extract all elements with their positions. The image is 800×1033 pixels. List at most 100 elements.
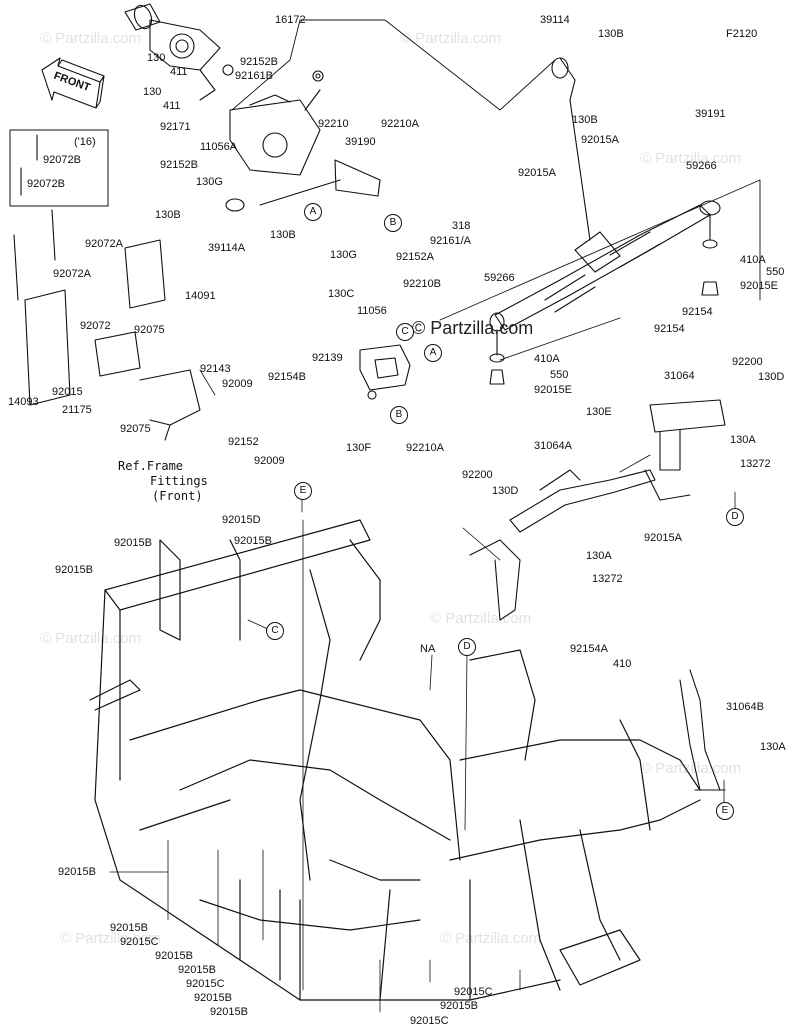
- part-label: 92200: [732, 356, 763, 368]
- part-label: 92072B: [43, 154, 81, 166]
- callout-c: C: [396, 323, 414, 341]
- part-label: 130A: [586, 550, 612, 562]
- part-label: 31064: [664, 370, 695, 382]
- part-label: 31064B: [726, 701, 764, 713]
- callout-b: B: [390, 406, 408, 424]
- callout-e: E: [294, 482, 312, 500]
- part-label: 411: [170, 66, 188, 78]
- part-label: 92015C: [454, 986, 493, 998]
- callout-a: A: [304, 203, 322, 221]
- part-label: 31064A: [534, 440, 572, 452]
- part-label: 39190: [345, 136, 376, 148]
- part-label: 130D: [492, 485, 519, 497]
- part-label: 92210: [318, 118, 349, 130]
- part-label: 92015E: [534, 384, 572, 396]
- callout-a: A: [424, 344, 442, 362]
- part-label: 92210B: [403, 278, 441, 290]
- part-label: 39114: [540, 14, 570, 26]
- year-note-box: [9, 129, 109, 207]
- ref-note-line-1: Ref.Frame: [118, 459, 184, 473]
- part-label: 92075: [120, 423, 151, 435]
- part-label: 130: [143, 86, 162, 98]
- part-label: 130B: [270, 229, 296, 241]
- part-label: 59266: [484, 272, 515, 284]
- frame-bracket-icon: [469, 399, 726, 621]
- part-label: 92152: [228, 436, 259, 448]
- relay-box: [94, 331, 141, 377]
- part-label: 92015A: [518, 167, 556, 179]
- part-label: 92154: [654, 323, 685, 335]
- part-label: 39114A: [208, 242, 246, 254]
- part-label: 130G: [196, 176, 223, 188]
- part-label: 550: [550, 369, 569, 381]
- part-label: 92015B: [114, 537, 152, 549]
- ref-note-line-3: (Front): [152, 489, 203, 503]
- part-label: 92015B: [110, 922, 148, 934]
- part-label: 92072: [80, 320, 111, 332]
- part-label: 92015B: [194, 992, 232, 1004]
- part-label: 130F: [346, 442, 372, 454]
- part-label: 92161B: [235, 70, 273, 82]
- part-label: 92015E: [740, 280, 778, 292]
- part-label: 92015B: [58, 866, 96, 878]
- part-label: 92075: [134, 324, 165, 336]
- part-label: 92015C: [120, 936, 159, 948]
- part-label: 130: [147, 52, 166, 64]
- part-label: 92015B: [234, 535, 272, 547]
- part-label: 21175: [62, 404, 92, 416]
- ref-note-line-2: Fittings: [150, 474, 208, 488]
- part-label: 92009: [254, 455, 285, 467]
- part-label: 410A: [534, 353, 560, 365]
- part-label: 92154A: [570, 643, 608, 655]
- watermark: © Partzilla.com: [60, 930, 162, 947]
- part-label: 92210A: [406, 442, 444, 454]
- watermark: © Partzilla.com: [440, 930, 542, 947]
- callout-d: D: [458, 638, 476, 656]
- power-steering-unit-icon: [124, 3, 324, 176]
- part-label: 92143: [200, 363, 231, 375]
- part-label: 130B: [598, 28, 624, 40]
- steering-bracket-icon: [359, 344, 411, 400]
- part-label: 92015D: [222, 514, 261, 526]
- part-label: 11056: [357, 305, 387, 317]
- part-label: 92072A: [53, 268, 91, 280]
- part-label: 11056A: [200, 141, 238, 153]
- steering-rack-icon: [489, 200, 721, 385]
- vehicle-frame-icon: [89, 519, 701, 1001]
- part-label: 59266: [686, 160, 717, 172]
- part-label: 92171: [160, 121, 191, 133]
- part-label: 130B: [155, 209, 181, 221]
- part-label: 92154: [682, 306, 713, 318]
- part-label: NA: [420, 643, 436, 655]
- part-label: 92015B: [210, 1006, 248, 1018]
- part-label: 410A: [740, 254, 766, 266]
- part-label: 13272: [592, 573, 623, 585]
- part-label: 92154B: [268, 371, 306, 383]
- callout-e: E: [716, 802, 734, 820]
- watermark: © Partzilla.com: [640, 150, 742, 167]
- part-label: 92152B: [160, 159, 198, 171]
- part-label: 16172: [275, 14, 306, 26]
- part-label: 92015C: [410, 1015, 449, 1027]
- callout-b: B: [384, 214, 402, 232]
- part-label: 92161/A: [430, 235, 471, 247]
- part-label: 92200: [462, 469, 493, 481]
- part-label: 92152A: [396, 251, 434, 263]
- part-label: 130G: [330, 249, 357, 261]
- part-label: 92152B: [240, 56, 278, 68]
- part-label: 92015B: [155, 950, 193, 962]
- watermark: © Partzilla.com: [640, 760, 742, 777]
- part-label: 14093: [8, 396, 39, 408]
- part-label: 130E: [586, 406, 612, 418]
- part-label: 92210A: [381, 118, 419, 130]
- callout-d: D: [726, 508, 744, 526]
- part-label: 92015A: [644, 532, 682, 544]
- part-label: 92015B: [55, 564, 93, 576]
- cover-sheet: [24, 289, 71, 406]
- part-label: 410: [613, 658, 632, 670]
- part-label: 130C: [328, 288, 355, 300]
- joint-bracket: [334, 159, 381, 197]
- diagram-code: F2120: [726, 28, 758, 40]
